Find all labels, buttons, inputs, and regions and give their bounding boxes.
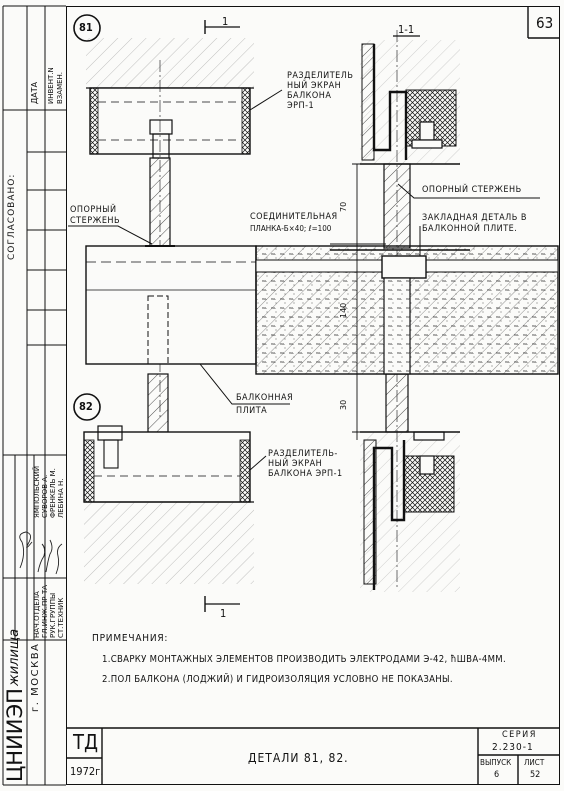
support-rod-right-label: ОПОРНЫЙ СТЕРЖЕНЬ bbox=[422, 185, 522, 195]
label-line: НЫЙ ЭКРАН bbox=[287, 81, 342, 91]
label-line: СОЕДИНИТЕЛЬНАЯ bbox=[250, 212, 338, 222]
section-mark-top: 1 bbox=[222, 15, 229, 28]
stamp-inv: ИНВЕНТ.N bbox=[47, 67, 55, 104]
issue-value: 6 bbox=[494, 770, 500, 780]
detail-82-drawing bbox=[73, 373, 267, 612]
label-line: НЫЙ ЭКРАН bbox=[268, 459, 323, 469]
support-rod-left-label: ОПОРНЫЙ СТЕРЖЕНЬ bbox=[70, 206, 120, 226]
label-line: БАЛКОНА bbox=[287, 91, 332, 101]
sheet-value: 52 bbox=[530, 770, 541, 780]
side-stamp-lines bbox=[2, 5, 66, 786]
section-1-1-drawing bbox=[255, 30, 559, 592]
issue-label: ВЫПУСК bbox=[480, 758, 512, 767]
stamp-name: СУВОРОВ А. bbox=[41, 474, 49, 518]
series-value: 2.230-1 bbox=[492, 742, 534, 753]
stamp-role: РУК.ГРУППЫ bbox=[49, 592, 57, 638]
detail-81-drawing bbox=[68, 14, 290, 420]
stamp-name: ЯМПОЛЬСКИЙ bbox=[33, 465, 41, 518]
org-name: ЦНИИЭП bbox=[3, 688, 27, 782]
embedded-part-label: ЗАКЛАДНАЯ ДЕТАЛЬ В БАЛКОННОЙ ПЛИТЕ. bbox=[422, 214, 527, 234]
year: 1972г. bbox=[70, 765, 104, 778]
stamp-role: ГЛ.ИНЖ.ПР-ТА bbox=[41, 584, 49, 638]
stamp-role: НАЧ.ОТДЕЛА bbox=[33, 591, 41, 638]
org-subtitle: жилища bbox=[7, 628, 22, 686]
divider-screen-label-1: РАЗДЕЛИТЕЛЬ НЫЙ ЭКРАН БАЛКОНА ЭРП-1 bbox=[287, 72, 353, 111]
section-mark-bottom: 1 bbox=[220, 607, 227, 620]
label-line: ПЛАНКА-Б×40; ℓ=100 bbox=[250, 224, 332, 233]
doc-type: ТД bbox=[73, 730, 99, 754]
detail-81-marker: 81 bbox=[79, 21, 93, 34]
divider-screen-label-2: РАЗДЕЛИТЕЛЬ- НЫЙ ЭКРАН БАЛКОНА ЭРП-1 bbox=[268, 450, 343, 479]
label-line: РАЗДЕЛИТЕЛЬ- bbox=[268, 449, 338, 459]
section-title: 1-1 bbox=[398, 23, 415, 36]
label-line: БАЛКОНА ЭРП-1 bbox=[268, 469, 343, 479]
dimension-70: 70 bbox=[339, 201, 348, 212]
stamp-role: СТ.ТЕХНИК bbox=[57, 597, 65, 638]
city: г. МОСКВА bbox=[30, 642, 41, 712]
page-number: 63 bbox=[536, 14, 554, 32]
stamp-agreed: СОГЛАСОВАНО: bbox=[7, 173, 17, 260]
series-label: СЕРИЯ bbox=[502, 730, 537, 740]
label-line: ЗАКЛАДНАЯ ДЕТАЛЬ В bbox=[422, 213, 527, 223]
detail-82-marker: 82 bbox=[79, 400, 93, 413]
notes-heading: ПРИМЕЧАНИЯ: bbox=[92, 633, 169, 644]
label-line: БАЛКОННАЯ bbox=[236, 393, 294, 403]
dimension-140: 140 bbox=[339, 302, 348, 318]
balcony-slab-label: БАЛКОННАЯ ПЛИТА bbox=[236, 394, 293, 416]
sheet-label: ЛИСТ bbox=[524, 758, 545, 767]
label-line: БАЛКОННОЙ ПЛИТЕ. bbox=[422, 224, 518, 234]
label-line: РАЗДЕЛИТЕЛЬ bbox=[287, 71, 354, 81]
stamp-name: ФРЕНКЕЛЬ М. bbox=[49, 468, 57, 518]
label-line: ЭРП-1 bbox=[287, 101, 315, 111]
label-line: ПЛИТА bbox=[236, 406, 268, 416]
title-block-lines bbox=[66, 6, 560, 785]
label-line: ОПОРНЫЙ bbox=[70, 205, 117, 215]
dimension-30: 30 bbox=[339, 399, 348, 410]
label-line: СТЕРЖЕНЬ bbox=[70, 216, 121, 226]
drawing-title: ДЕТАЛИ 81, 82. bbox=[248, 751, 349, 765]
connecting-plate-label: СОЕДИНИТЕЛЬНАЯ ПЛАНКА-Б×40; ℓ=100 bbox=[250, 213, 338, 233]
note-item: 2.ПОЛ БАЛКОНА (ЛОДЖИЙ) И ГИДРОИЗОЛЯЦИЯ У… bbox=[102, 674, 453, 685]
stamp-replace: ВЗАМЕН. bbox=[56, 71, 64, 104]
note-item: 1.СВАРКУ МОНТАЖНЫХ ЭЛЕМЕНТОВ ПРОИЗВОДИТЬ… bbox=[102, 654, 506, 665]
stamp-name: ЛЕБИНА Н. bbox=[57, 478, 65, 519]
sheet-frame bbox=[66, 6, 560, 785]
stamp-date: ДАТА bbox=[30, 81, 39, 104]
